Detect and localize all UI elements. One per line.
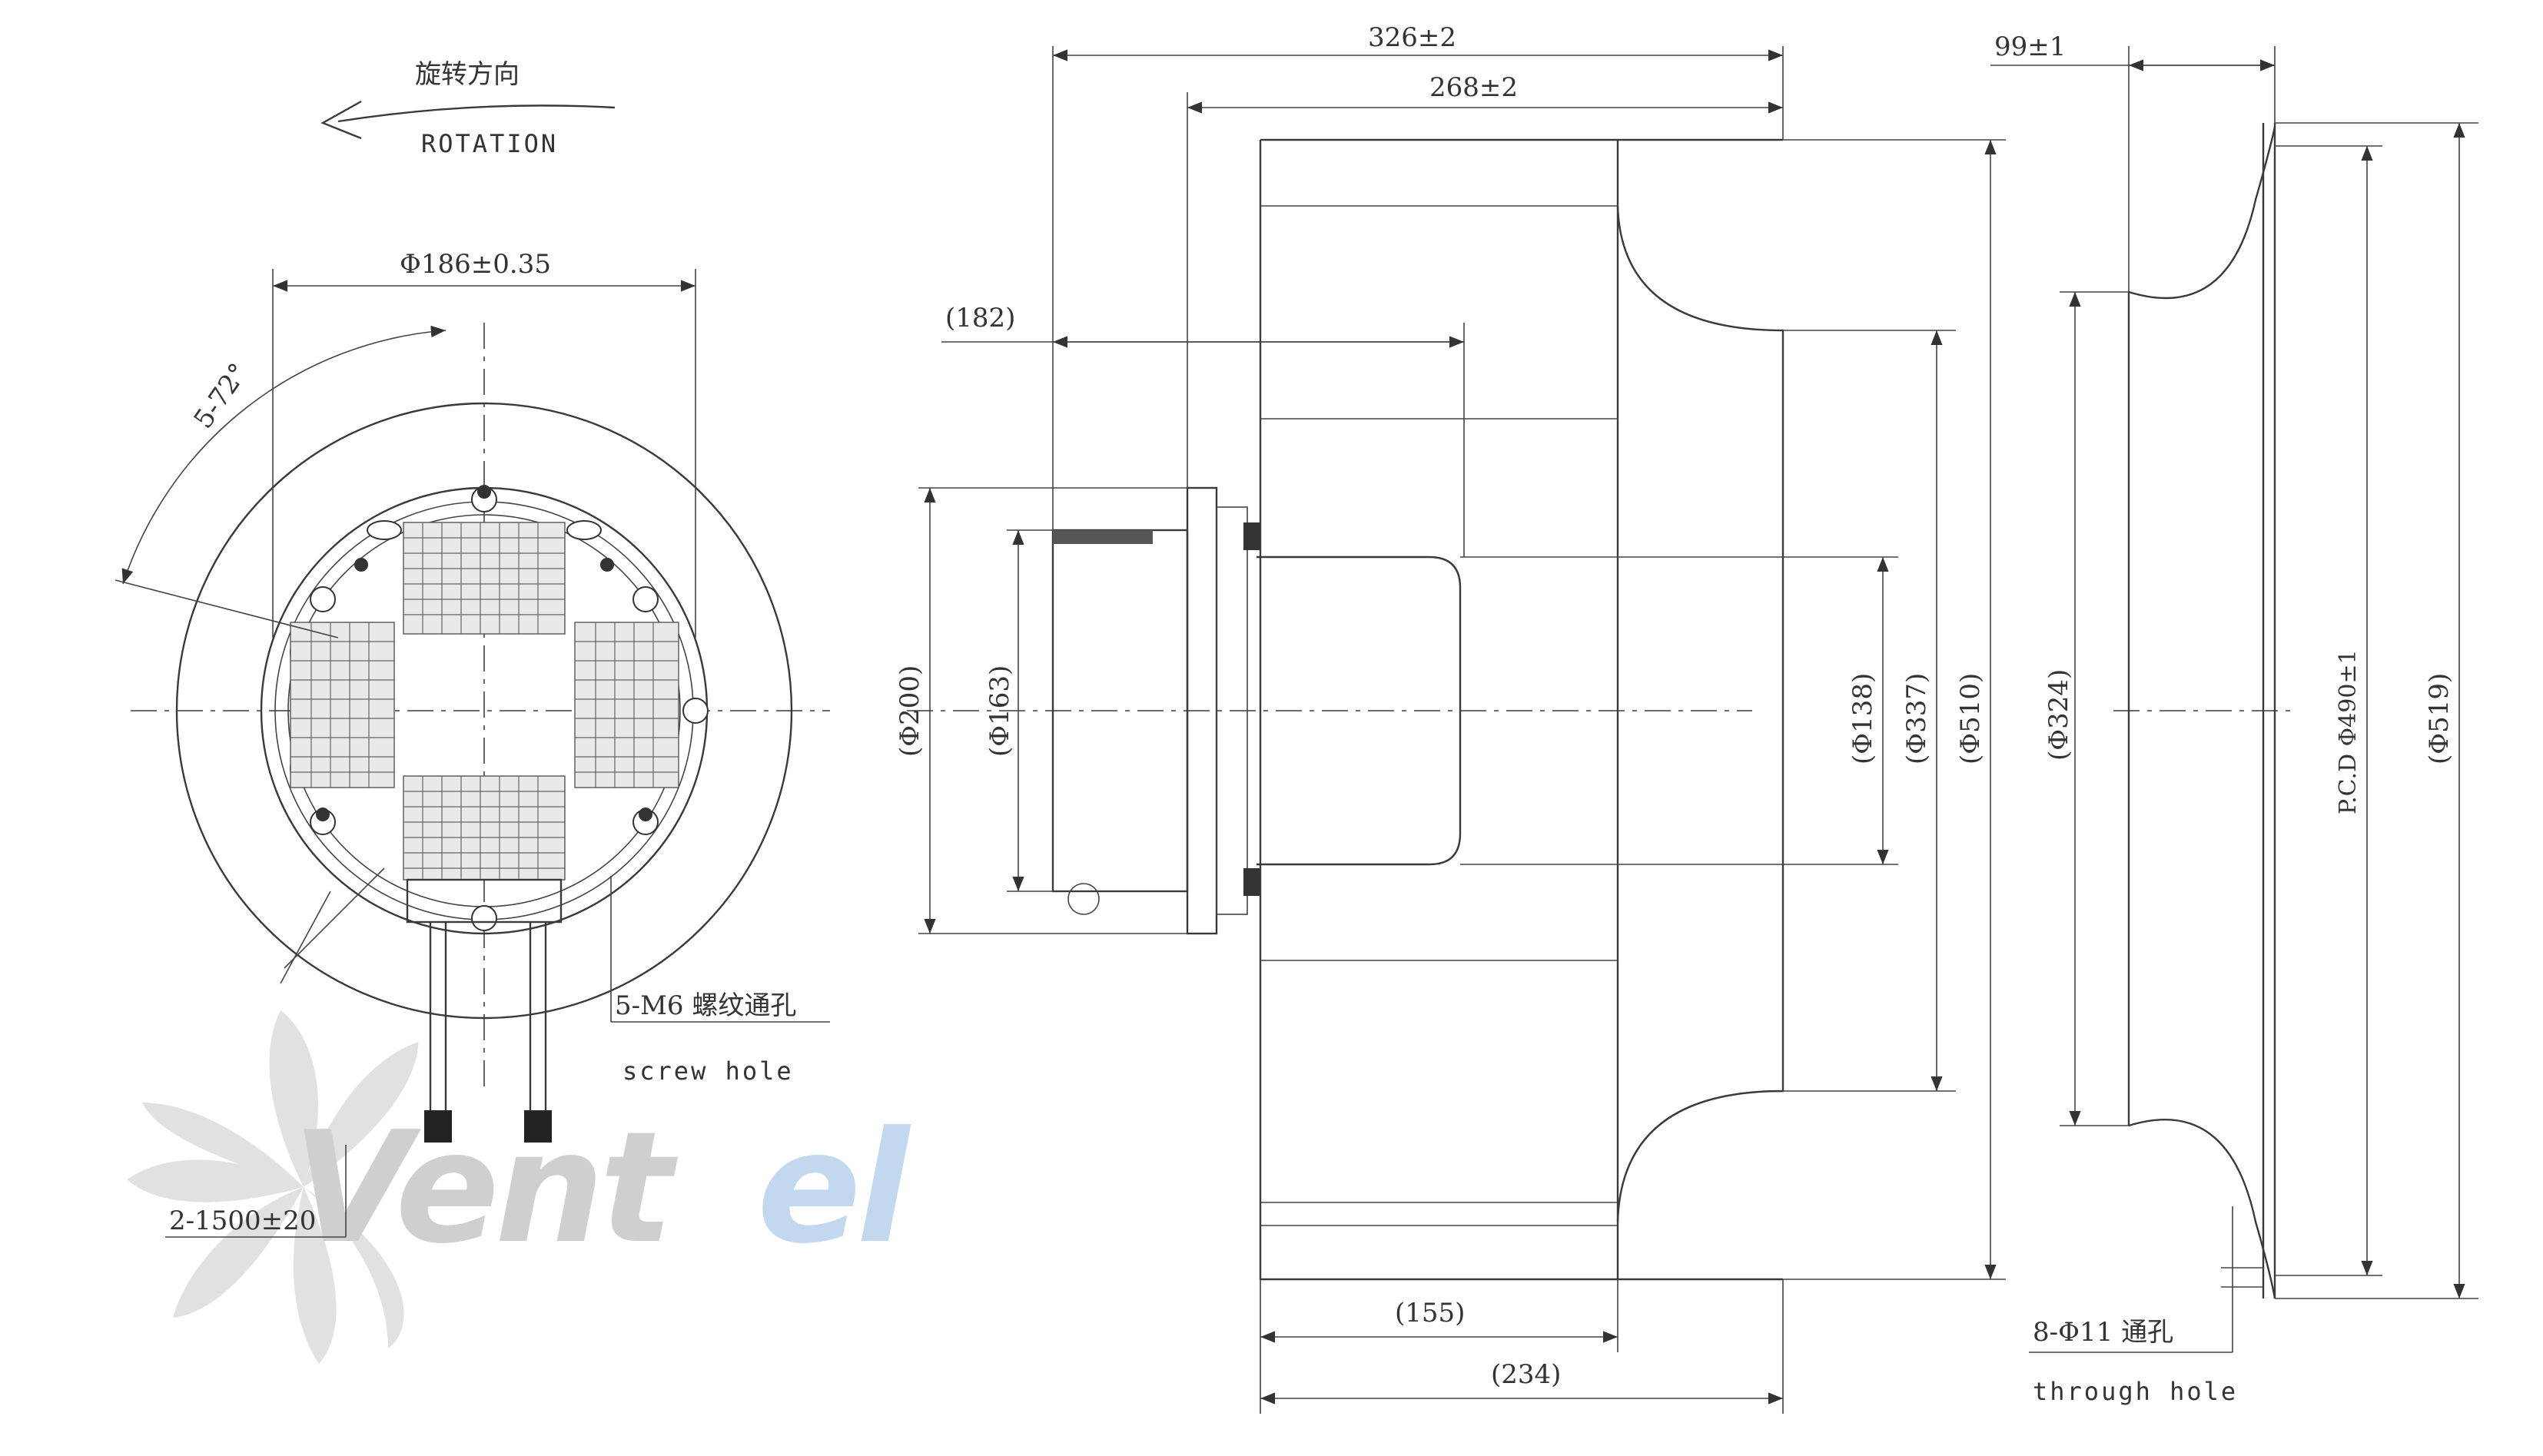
rotation-label-cn: 旋转方向 bbox=[415, 59, 520, 90]
through-hole-label-en: through hole bbox=[2033, 1377, 2238, 1406]
dim-phi200: (Φ200) bbox=[895, 665, 925, 757]
cables bbox=[429, 922, 547, 1110]
dim-234: (234) bbox=[1491, 1359, 1561, 1390]
dim-326: 326±2 bbox=[1368, 22, 1456, 53]
inlet-ring-view: 99±1 (Φ324) P.C.D Φ490±1 (Φ519) 8-Φ11 通孔… bbox=[1990, 32, 2478, 1406]
screw-hole-label-en: screw hole bbox=[622, 1056, 794, 1086]
dim-182: (182) bbox=[945, 303, 1015, 333]
heatsink-left bbox=[290, 622, 395, 788]
dim-268: 268±2 bbox=[1429, 72, 1518, 103]
dim-phi519: (Φ519) bbox=[2424, 673, 2455, 764]
rotation-arrow bbox=[337, 104, 616, 123]
heatsink-top bbox=[403, 522, 566, 635]
dim-phi337: (Φ337) bbox=[1901, 673, 1932, 764]
fan-blades-logo bbox=[127, 1010, 419, 1364]
inlet-ring-profile bbox=[2128, 126, 2276, 300]
dim-phi510: (Φ510) bbox=[1955, 673, 1986, 764]
heatsink-right bbox=[574, 622, 679, 788]
dim-phi186: Φ186±0.35 bbox=[400, 249, 551, 280]
dim-99: 99±1 bbox=[1994, 32, 2066, 62]
dim-phi324: (Φ324) bbox=[2043, 669, 2074, 761]
terminal-box bbox=[406, 878, 563, 924]
screw-hole-label-cn: 5-M6 螺纹通孔 bbox=[615, 990, 796, 1021]
through-hole-label-cn: 8-Φ11 通孔 bbox=[2033, 1317, 2173, 1348]
dim-cable-length: 2-1500±20 bbox=[169, 1206, 316, 1236]
dim-angle: 5-72° bbox=[188, 358, 254, 434]
watermark: Vent el bbox=[127, 1010, 916, 1364]
impeller-body bbox=[1259, 138, 1619, 1281]
side-view: 326±2 268±2 (182) (Φ200) (Φ163) (Φ138) (… bbox=[895, 22, 2006, 1414]
dim-phi163: (Φ163) bbox=[984, 665, 1015, 757]
rotation-label-en: ROTATION bbox=[421, 129, 558, 158]
watermark-text-vent: Vent bbox=[292, 1099, 678, 1278]
dim-phi138: (Φ138) bbox=[1847, 673, 1878, 764]
front-view: 旋转方向 ROTATION bbox=[115, 59, 830, 1238]
dim-pcd490: P.C.D Φ490±1 bbox=[2335, 649, 2362, 814]
dim-155: (155) bbox=[1395, 1298, 1465, 1328]
motor-hub bbox=[1257, 556, 1462, 866]
outer-ring bbox=[175, 402, 793, 1020]
electronics-housing bbox=[1051, 529, 1189, 893]
watermark-text-el: el bbox=[757, 1099, 911, 1278]
